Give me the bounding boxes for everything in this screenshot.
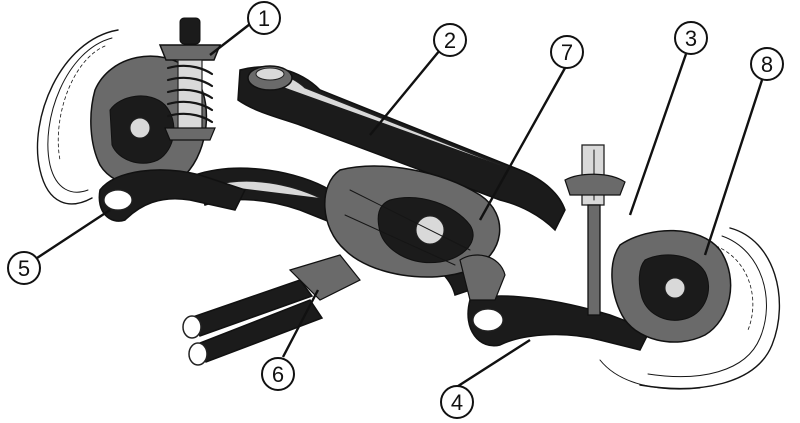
callout-circle xyxy=(440,385,474,419)
callout-6: 6 xyxy=(261,357,295,391)
callout-label: 5 xyxy=(18,256,30,281)
callout-label: 3 xyxy=(685,26,697,51)
right-hub-assembly xyxy=(611,229,732,343)
right-lower-arm xyxy=(459,254,652,351)
exhaust-pipes xyxy=(182,254,361,366)
leader-8 xyxy=(703,79,764,256)
callout-circle xyxy=(7,251,41,285)
right-strut-shock xyxy=(564,144,626,316)
callout-3: 3 xyxy=(674,21,708,55)
leader-6 xyxy=(281,289,320,358)
left-strut-spring xyxy=(158,17,222,141)
leader-5 xyxy=(36,208,111,260)
left-mount-boss xyxy=(247,65,293,91)
callout-label: 4 xyxy=(451,390,463,415)
callout-8: 8 xyxy=(750,47,784,81)
callout-label: 1 xyxy=(258,6,270,31)
leader-2 xyxy=(369,49,441,136)
left-lower-arm xyxy=(98,169,247,222)
callout-7: 7 xyxy=(550,35,584,69)
left-wheel xyxy=(36,29,119,205)
callout-2: 2 xyxy=(433,23,467,57)
leader-lines xyxy=(36,23,764,390)
callout-circle xyxy=(550,35,584,69)
callout-label: 7 xyxy=(561,40,573,65)
leader-7 xyxy=(478,67,567,221)
callout-label: 6 xyxy=(272,362,284,387)
leader-4 xyxy=(454,338,531,390)
callout-4: 4 xyxy=(440,385,474,419)
leader-3 xyxy=(628,53,688,216)
callout-label: 8 xyxy=(761,52,773,77)
leader-1 xyxy=(209,23,251,56)
callout-1: 1 xyxy=(247,1,281,35)
callout-circle xyxy=(247,1,281,35)
subframe-crossmember xyxy=(194,66,566,296)
callout-circle xyxy=(674,21,708,55)
right-wheel xyxy=(599,227,781,390)
callout-label: 2 xyxy=(444,28,456,53)
callout-circle xyxy=(261,357,295,391)
callout-circle xyxy=(750,47,784,81)
callout-circle xyxy=(433,23,467,57)
callout-5: 5 xyxy=(7,251,41,285)
